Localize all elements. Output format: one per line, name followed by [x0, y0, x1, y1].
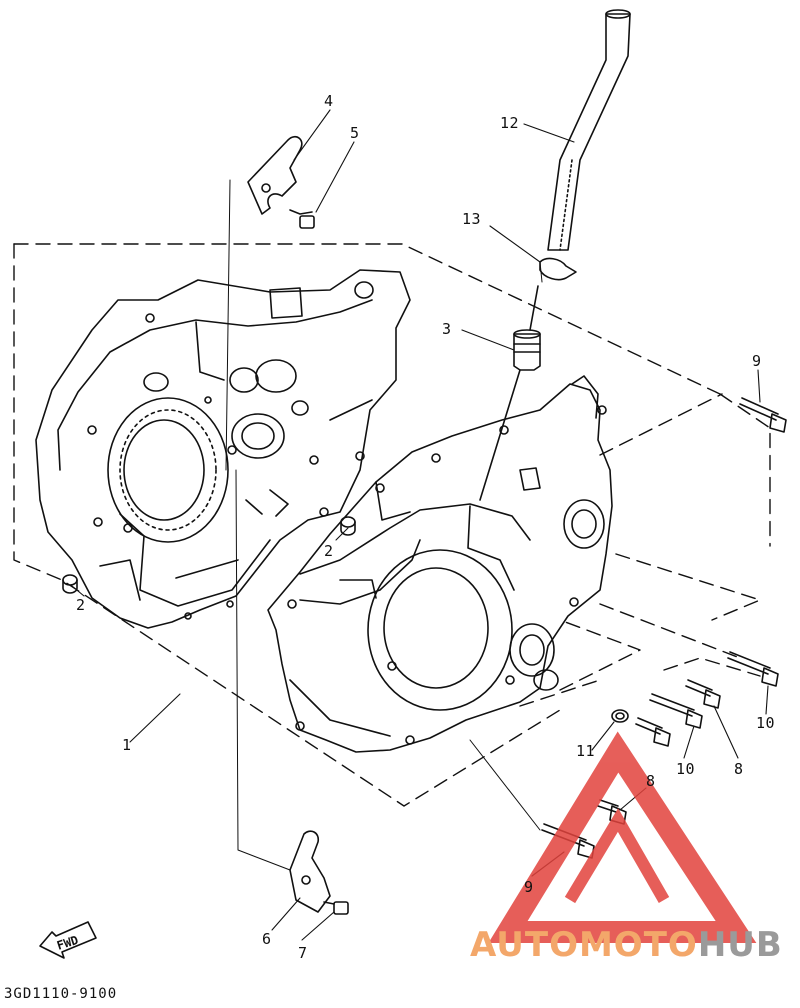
callout-label-9: 9	[524, 878, 534, 896]
callout-label-13: 13	[462, 210, 482, 228]
diagram-code: 3GD1110-9100	[4, 986, 118, 1002]
dowel-pin-left	[62, 574, 78, 594]
assembly-boundary-dashed	[13, 243, 771, 807]
fwd-label: FWD	[55, 933, 80, 953]
crankcase-left-half	[35, 269, 411, 629]
washer	[611, 709, 629, 723]
callout-label-2: 2	[324, 542, 334, 560]
callout-label-1: 1	[122, 736, 132, 754]
callout-label-8: 8	[646, 772, 656, 790]
alignment-lines	[225, 179, 543, 871]
tube-clip	[539, 257, 577, 281]
bolt-8-right	[685, 679, 721, 709]
breather-tube	[547, 9, 631, 251]
callout-label-2: 2	[76, 596, 86, 614]
retainer-plate-upper	[247, 135, 303, 215]
bolt-10-center	[649, 693, 703, 729]
callout-label-5: 5	[350, 124, 360, 142]
screw-lower	[323, 901, 349, 915]
bolt-9-top	[739, 397, 787, 433]
retainer-plate-lower	[289, 830, 331, 913]
callout-label-12: 12	[500, 114, 520, 132]
fwd-arrow	[39, 921, 97, 959]
callout-label-3: 3	[442, 320, 452, 338]
screw-upper	[289, 209, 315, 229]
callout-label-9: 9	[752, 352, 762, 370]
callout-label-10: 10	[756, 714, 776, 732]
callout-label-4: 4	[324, 92, 334, 110]
callout-label-10: 10	[676, 760, 696, 778]
callout-label-8: 8	[734, 760, 744, 778]
watermark-text: AUTOMOTOHUB	[470, 925, 783, 965]
watermark-part2: HUB	[697, 925, 783, 965]
crankcase-right-half	[267, 375, 613, 753]
callout-label-6: 6	[262, 930, 272, 948]
bolt-10-right	[727, 651, 779, 687]
watermark-logo	[488, 731, 757, 943]
callout-label-11: 11	[576, 742, 596, 760]
bolt-10-lower	[635, 717, 671, 747]
watermark-part1: AUTOMOTO	[470, 925, 698, 965]
breather-fitting	[479, 285, 541, 501]
callout-label-7: 7	[298, 944, 308, 962]
